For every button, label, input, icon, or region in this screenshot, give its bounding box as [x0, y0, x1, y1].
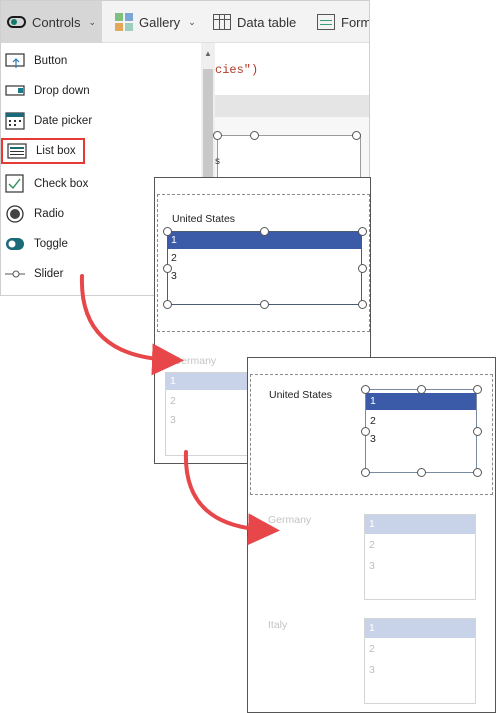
- dropdown-icon: [5, 81, 25, 101]
- gallery-label: Gallery: [139, 14, 181, 30]
- toggle-icon: [7, 16, 27, 28]
- data-table-icon: [213, 14, 231, 30]
- resize-handle[interactable]: [417, 385, 426, 394]
- resize-handle[interactable]: [473, 385, 482, 394]
- list-item[interactable]: 3: [369, 664, 375, 676]
- selected-list-item[interactable]: [168, 232, 361, 249]
- checkbox-icon: [5, 174, 25, 194]
- list-item[interactable]: 1: [171, 234, 177, 246]
- list-item[interactable]: 1: [369, 518, 375, 530]
- toggle-icon: [5, 234, 25, 254]
- resize-handle[interactable]: [358, 264, 367, 273]
- gallery-template-cell: United States 1 2 3: [250, 374, 493, 495]
- resize-handle[interactable]: [358, 227, 367, 236]
- list-item[interactable]: 2: [370, 415, 376, 427]
- controls-label: Controls: [32, 14, 81, 30]
- list-item[interactable]: 1: [170, 375, 176, 387]
- resize-handle[interactable]: [361, 427, 370, 436]
- slider-icon: [5, 264, 25, 284]
- canvas-partial-text: s: [215, 156, 220, 167]
- resize-handle[interactable]: [473, 427, 482, 436]
- resize-handle[interactable]: [417, 468, 426, 477]
- resize-handle[interactable]: [163, 300, 172, 309]
- list-item[interactable]: 2: [369, 539, 375, 551]
- menu-item-date-picker[interactable]: Date picker: [1, 106, 197, 136]
- list-item[interactable]: 3: [170, 414, 176, 426]
- resize-handle[interactable]: [213, 131, 222, 140]
- full-gallery-screenshot: United States 1 2 3 Germany 1 2 3 Italy …: [247, 357, 496, 713]
- menu-item-label: Radio: [34, 208, 65, 220]
- resize-handle[interactable]: [358, 300, 367, 309]
- menu-item-radio[interactable]: Radio: [1, 199, 197, 229]
- form-icon: [317, 14, 335, 30]
- list-item[interactable]: 1: [370, 395, 376, 407]
- resize-handle[interactable]: [163, 227, 172, 236]
- list-item[interactable]: 2: [170, 395, 176, 407]
- list-item[interactable]: 3: [369, 560, 375, 572]
- formula-text: cies"): [215, 63, 259, 77]
- resize-handle[interactable]: [352, 131, 361, 140]
- resize-handle[interactable]: [163, 264, 172, 273]
- resize-handle[interactable]: [260, 300, 269, 309]
- list-item[interactable]: 3: [171, 270, 177, 282]
- menu-item-label: Button: [34, 55, 68, 67]
- menu-item-toggle[interactable]: Toggle: [1, 229, 197, 259]
- gallery-template-cell: United States 1 2 3: [157, 194, 370, 332]
- data-table-button[interactable]: Data table: [207, 1, 302, 43]
- menu-item-label: Toggle: [34, 238, 68, 250]
- radio-icon: [5, 204, 25, 224]
- list-item[interactable]: 3: [370, 433, 376, 445]
- resize-handle[interactable]: [473, 468, 482, 477]
- menu-item-list-box[interactable]: List box: [1, 138, 85, 164]
- list-box[interactable]: 1 2 3: [364, 618, 476, 704]
- controls-button[interactable]: Controls ⌄: [1, 1, 102, 43]
- menu-item-label: Drop down: [34, 85, 90, 97]
- list-box[interactable]: 1 2 3: [361, 385, 482, 477]
- menu-item-dropdown[interactable]: Drop down: [1, 76, 197, 106]
- forms-button[interactable]: Form: [311, 1, 370, 43]
- menu-item-label: Date picker: [34, 115, 93, 127]
- formula-bar[interactable]: cies"): [215, 57, 369, 83]
- data-table-label: Data table: [237, 14, 297, 30]
- country-label: United States: [269, 389, 333, 401]
- gallery-button[interactable]: Gallery ⌄: [109, 1, 202, 43]
- list-item[interactable]: 2: [369, 643, 375, 655]
- list-item[interactable]: 2: [171, 252, 177, 264]
- listbox-icon: [7, 141, 27, 161]
- country-label: Germany: [268, 514, 312, 526]
- selected-list-item[interactable]: [365, 515, 475, 534]
- chevron-down-icon: ⌄: [88, 16, 96, 27]
- selected-list-item[interactable]: [166, 373, 264, 390]
- resize-handle[interactable]: [260, 227, 269, 236]
- list-item[interactable]: 1: [369, 622, 375, 634]
- menu-item-slider[interactable]: Slider: [1, 259, 197, 289]
- list-box[interactable]: 1 2 3: [364, 514, 476, 600]
- menu-item-check-box[interactable]: Check box: [1, 169, 197, 199]
- menu-item-label: Slider: [34, 268, 64, 280]
- resize-handle[interactable]: [250, 131, 259, 140]
- country-label: United States: [172, 213, 236, 225]
- menu-item-label: List box: [36, 145, 76, 157]
- resize-handle[interactable]: [361, 468, 370, 477]
- selected-list-item[interactable]: [365, 619, 475, 638]
- forms-label: Form: [341, 14, 370, 30]
- scroll-up-icon[interactable]: ▲: [204, 49, 212, 58]
- country-label: Germany: [173, 355, 217, 367]
- date-picker-icon: [5, 111, 25, 131]
- gallery-icon: [115, 13, 133, 31]
- chevron-down-icon: ⌄: [188, 16, 196, 27]
- button-icon: [5, 51, 25, 71]
- country-label: Italy: [268, 619, 288, 631]
- menu-item-button[interactable]: Button: [1, 46, 197, 76]
- resize-handle[interactable]: [361, 385, 370, 394]
- list-box[interactable]: 1 2 3: [163, 227, 367, 309]
- canvas-toolbar: [215, 95, 369, 117]
- selected-list-item[interactable]: [366, 393, 476, 410]
- menu-item-label: Check box: [34, 178, 89, 190]
- ribbon: Controls ⌄ Gallery ⌄ Data table Form: [1, 1, 370, 43]
